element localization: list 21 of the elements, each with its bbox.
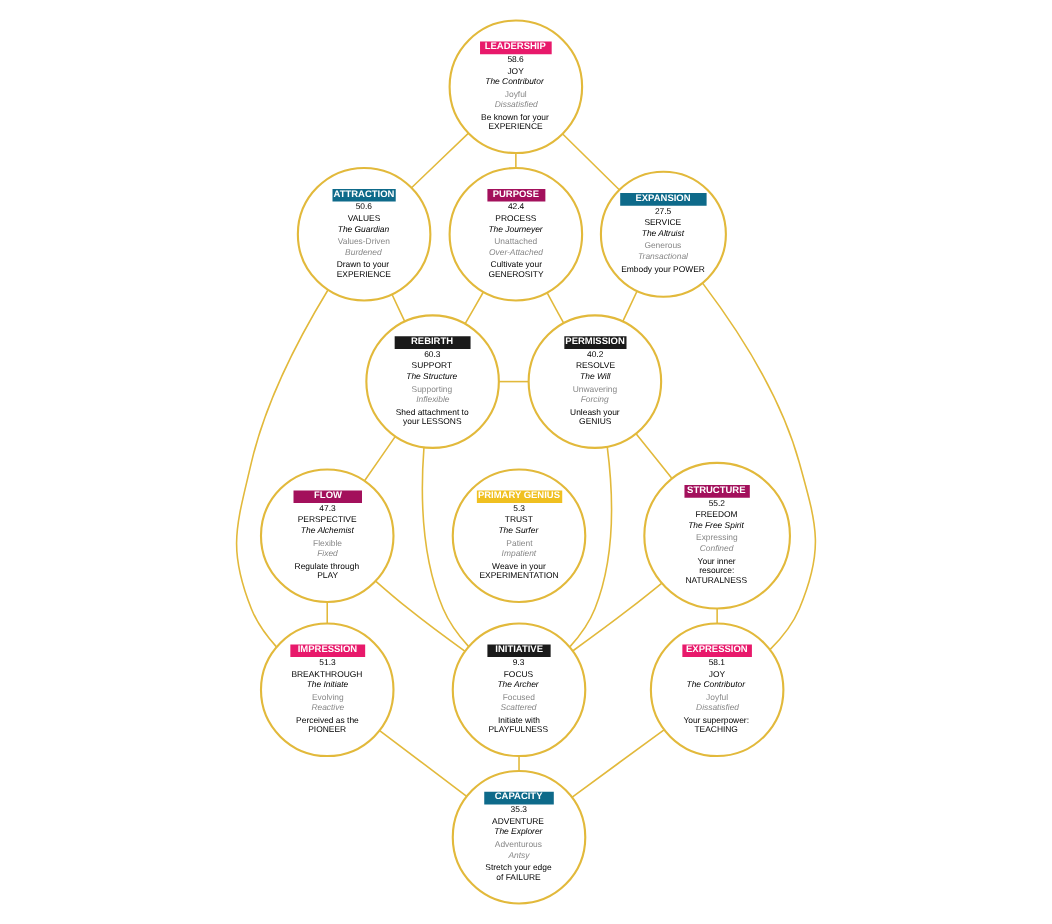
connector [701,282,817,651]
connector [363,435,396,482]
connector [622,290,638,323]
connector [421,446,470,648]
connector [546,292,565,324]
connector [716,607,718,625]
connector [569,446,613,648]
connector [498,380,530,383]
connector [326,601,329,625]
connector [518,755,520,772]
connector [562,133,621,191]
connector [235,289,329,648]
connector [515,152,517,169]
connector [572,582,663,652]
connector [375,580,466,652]
connector [378,729,468,797]
connector [391,293,406,323]
connector [464,291,484,325]
connector [571,729,665,798]
connector [410,132,470,189]
connector [635,433,673,479]
